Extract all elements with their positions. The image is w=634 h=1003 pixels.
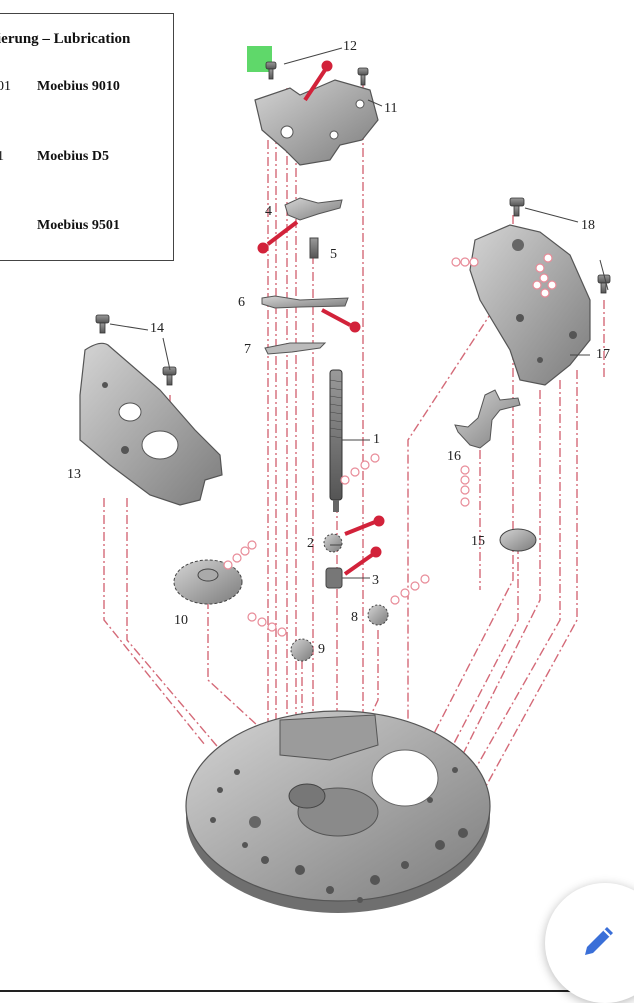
part-label-4: 4 — [265, 204, 272, 219]
main-plate — [185, 710, 491, 913]
oil-markers-red — [257, 60, 385, 576]
part-label-10: 10 — [174, 613, 188, 628]
part-label-13: 13 — [67, 467, 81, 482]
part-label-9: 9 — [318, 642, 325, 657]
parts-levers — [261, 197, 349, 355]
legend-lubricant-name: Moebius D5 — [37, 149, 109, 164]
part-label-15: 15 — [471, 534, 485, 549]
part-label-6: 6 — [238, 295, 245, 310]
part-label-12: 12 — [343, 39, 357, 54]
part-label-5: 5 — [330, 247, 337, 262]
legend-lubricant-name: Moebius 9010 — [37, 79, 120, 94]
part-label-7: 7 — [244, 342, 251, 357]
part-16-lever — [454, 389, 521, 449]
legend-code: 01 — [0, 79, 11, 94]
part-13-bridge — [79, 342, 223, 506]
oil-markers-pink — [223, 253, 557, 637]
part-11-bridge — [247, 46, 379, 166]
leader-lines — [109, 47, 609, 579]
pencil-icon — [585, 927, 613, 955]
part-label-3: 3 — [372, 573, 379, 588]
legend-lubricant-name: Moebius 9501 — [37, 218, 120, 233]
bottom-divider — [0, 990, 634, 992]
part-label-11: 11 — [384, 101, 398, 116]
part-label-8: 8 — [351, 610, 358, 625]
gears — [173, 528, 537, 662]
legend-title: ierung – Lubrication — [0, 31, 131, 47]
part-label-14: 14 — [150, 321, 164, 336]
part-label-1: 1 — [373, 432, 380, 447]
screws — [95, 61, 611, 386]
part-label-18: 18 — [581, 218, 595, 233]
lubrication-legend: ierung – Lubrication 01 Moebius 9010 1 M… — [0, 13, 174, 261]
part-1-stem — [329, 369, 343, 512]
edit-fab-button[interactable] — [545, 883, 634, 1003]
legend-code: 1 — [0, 149, 4, 165]
part-17-bridge — [469, 224, 591, 386]
part-label-2: 2 — [307, 536, 314, 551]
part-label-16: 16 — [447, 449, 461, 464]
part-label-17: 17 — [596, 347, 610, 362]
